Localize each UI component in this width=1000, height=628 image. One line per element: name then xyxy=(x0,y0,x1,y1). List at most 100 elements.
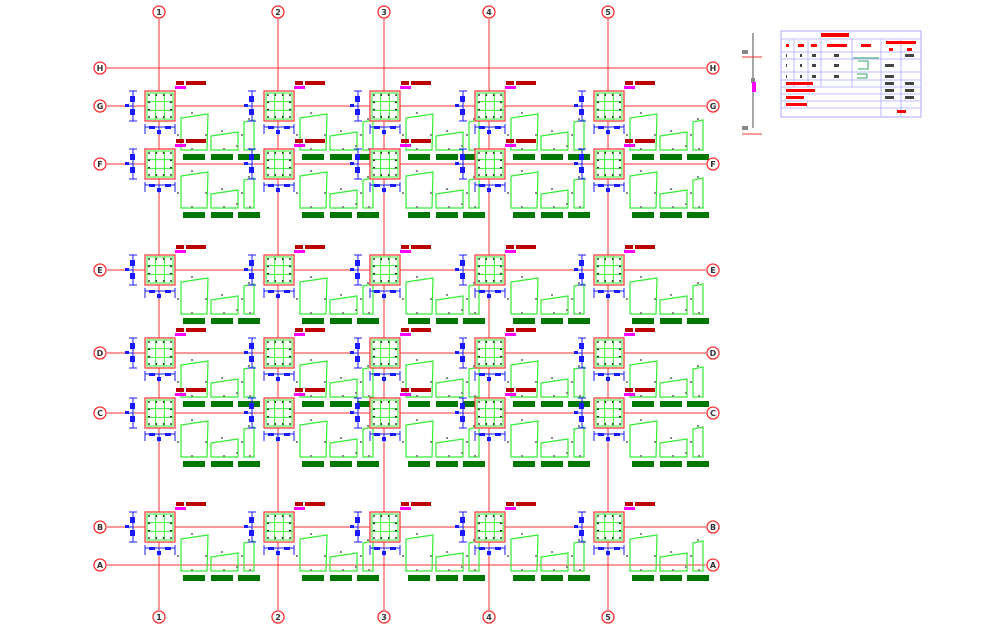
rebar-dot xyxy=(289,537,291,539)
dim-block xyxy=(579,167,584,173)
dimension-bottom xyxy=(593,371,625,382)
rebar-dot xyxy=(395,341,397,343)
label-text-mark xyxy=(635,245,655,249)
shape-label-1 xyxy=(408,154,430,160)
column-outline xyxy=(474,254,506,286)
rebar-dot xyxy=(281,174,284,176)
column-outline xyxy=(263,254,295,286)
rebar-dot xyxy=(148,174,150,176)
dimension-left xyxy=(125,90,137,122)
dim-block xyxy=(614,290,620,293)
dimension-note xyxy=(360,441,362,443)
dim-block xyxy=(606,130,610,134)
rebar-dot xyxy=(395,515,397,517)
rebar-dot xyxy=(478,355,480,358)
table-cell xyxy=(800,75,802,78)
rebar-dot xyxy=(597,529,599,532)
dimension-note xyxy=(191,395,193,397)
column-detail-G2 xyxy=(244,81,379,160)
table-cell xyxy=(834,75,839,78)
dimension-note xyxy=(368,395,370,397)
bubble-label: 3 xyxy=(381,8,387,17)
dim-block xyxy=(614,433,620,436)
dimension-note xyxy=(416,148,418,150)
dim-block xyxy=(350,411,354,414)
dimension-note xyxy=(446,294,448,296)
rebar-dot xyxy=(267,272,269,275)
rebar-dot xyxy=(148,408,150,411)
dimension-note xyxy=(416,206,418,208)
shape-label-1 xyxy=(183,401,205,407)
dimension-left xyxy=(574,511,586,543)
label-tag xyxy=(294,393,305,396)
dim-block xyxy=(579,343,584,349)
rebar-dot xyxy=(500,265,502,268)
dimension-bottom xyxy=(593,288,625,299)
column-detail-C3 xyxy=(350,388,485,467)
column-detail-B4 xyxy=(455,502,590,581)
dimension-note xyxy=(698,569,700,571)
shape-label-2 xyxy=(660,318,682,324)
dimension-note xyxy=(249,395,251,397)
rebar-dot xyxy=(170,116,172,118)
shape-label-2 xyxy=(211,154,233,160)
rebar-dot xyxy=(619,258,621,260)
dimension-note xyxy=(324,298,326,300)
bubble-circle xyxy=(706,61,720,75)
label-mark xyxy=(295,388,303,392)
rebar-dot xyxy=(281,152,284,154)
rebar-dot xyxy=(281,537,284,539)
rebar-dot xyxy=(500,116,502,118)
stirrup xyxy=(265,513,293,541)
dimension-note xyxy=(367,118,369,120)
shape-label-1 xyxy=(513,154,535,160)
rebar-dot xyxy=(380,258,383,260)
rebar-dot xyxy=(155,280,158,282)
stirrup-shape-3 xyxy=(468,366,480,398)
dimension-note xyxy=(205,555,207,557)
dimension-left xyxy=(125,511,137,543)
dim-block xyxy=(495,126,501,129)
shape-label-2 xyxy=(211,575,233,581)
dim-block xyxy=(487,294,491,298)
rebar-dot xyxy=(500,280,502,282)
dimension-note xyxy=(466,192,468,194)
rebar-dot xyxy=(619,108,621,111)
bubble-circle xyxy=(706,99,720,113)
bubble-label: 1 xyxy=(156,613,162,622)
stirrup-shape-2 xyxy=(540,131,569,151)
dimension-note xyxy=(241,381,243,383)
shape-label-2 xyxy=(211,461,233,467)
column-detail-E5 xyxy=(574,245,709,324)
dimension-note xyxy=(507,555,509,557)
rebar-dot xyxy=(281,116,284,118)
label-tag xyxy=(400,333,411,336)
dim-block xyxy=(284,290,290,293)
label-text-mark xyxy=(305,388,325,392)
rebar-dot xyxy=(611,116,614,118)
dimension-note xyxy=(249,569,251,571)
dimension-bottom xyxy=(474,182,506,193)
label-mark xyxy=(295,81,303,85)
dimension-note xyxy=(685,145,687,147)
dimension-note xyxy=(640,395,642,397)
stirrup-shape-1 xyxy=(299,360,328,398)
dimension-note xyxy=(685,203,687,205)
dimension-note xyxy=(368,455,370,457)
column-outline xyxy=(263,397,295,429)
bubble-label: B xyxy=(710,523,716,532)
dimension-left xyxy=(350,397,362,429)
dimension-note xyxy=(446,551,448,553)
dimension-note xyxy=(566,392,568,394)
label-mark xyxy=(176,245,184,249)
rebar-dot xyxy=(478,108,480,111)
label-mark xyxy=(295,328,303,332)
grid-bubble-1-top: 1 xyxy=(152,5,166,19)
shape-label-1 xyxy=(302,575,324,581)
rebar-dot xyxy=(380,423,383,425)
dimension-note xyxy=(310,419,312,421)
rebar-dot xyxy=(485,363,488,365)
table-header-cell xyxy=(886,41,916,44)
bubble-circle xyxy=(152,610,166,624)
rebar-dot xyxy=(485,341,488,343)
